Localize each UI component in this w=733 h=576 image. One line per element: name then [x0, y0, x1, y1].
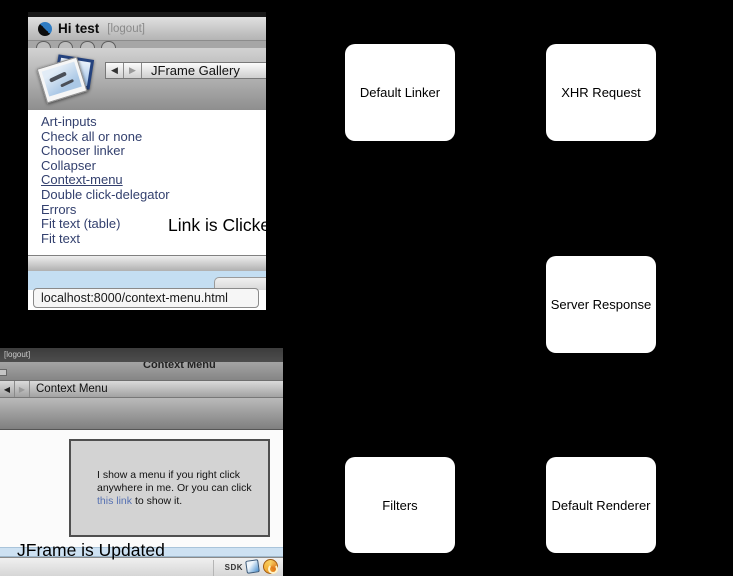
flow-box-server-response: Server Response [546, 256, 656, 353]
arrow-gallery-to-default-linker [287, 82, 329, 114]
forward-button[interactable]: ▶ [15, 381, 30, 397]
greeting-label: Hi test [58, 21, 100, 36]
flow-box-default-renderer: Default Renderer [546, 457, 656, 553]
cropped-toolbar-button [36, 41, 51, 48]
context-blue-bar [0, 547, 283, 557]
arrow-default-renderer-to-filters [487, 487, 529, 519]
gallery-window-screenshot: Hi test [logout] ◀ ▶ JFrame Gallery Art-… [28, 12, 266, 310]
context-title-bar: Context Menu [0, 362, 283, 381]
flow-box-label: Server Response [550, 297, 652, 312]
gallery-blue-bar [28, 271, 266, 290]
window-title: Context Menu [143, 362, 216, 371]
context-toolbar-area [0, 398, 283, 430]
arrow-filters-to-jframe [286, 487, 328, 519]
gallery-link[interactable]: Check all or none [41, 128, 143, 144]
gallery-title: JFrame Gallery [151, 63, 240, 78]
gallery-link[interactable]: Chooser linker [41, 143, 125, 159]
panel-text: to show it. [134, 495, 183, 507]
gallery-link[interactable]: Context-menu [41, 172, 123, 188]
user-orb-icon [38, 21, 52, 36]
context-status-bar: SDK [0, 557, 283, 576]
arrow-server-response-to-default-renderer [584, 382, 616, 424]
arrow-default-linker-to-xhr-request [480, 82, 522, 114]
gallery-link[interactable]: Double click-delegator [41, 186, 170, 202]
gallery-link[interactable]: Fit text [41, 230, 81, 246]
caption-link-is-clicked: Link is Clicked [168, 215, 266, 235]
gallery-link[interactable]: Errors [41, 201, 77, 217]
back-button[interactable]: ◀ [106, 63, 124, 78]
photo-gallery-icon [36, 54, 96, 108]
cropped-toolbar-button [80, 41, 95, 48]
sdk-label: SDK [224, 563, 243, 572]
gallery-header-bar: Hi test [logout] [28, 17, 266, 41]
gallery-nav-bar: ◀ ▶ JFrame Gallery [105, 62, 266, 79]
flow-box-default-linker: Default Linker [345, 44, 455, 141]
scrollbar-corner[interactable] [214, 277, 266, 290]
logout-link[interactable]: [logout] [4, 350, 31, 359]
gallery-link[interactable]: Art-inputs [41, 114, 97, 129]
status-url-tooltip: localhost:8000/context-menu.html [33, 288, 259, 308]
caption-jframe-is-updated: JFrame is Updated [17, 540, 165, 560]
back-button[interactable]: ◀ [0, 381, 15, 397]
cropped-toolbar-button [101, 41, 116, 48]
cropped-button-strip [28, 41, 266, 48]
context-menu-window-screenshot: [logout] Context Menu ◀ ▶ Context Menu I… [0, 348, 283, 576]
this-link[interactable]: this link [97, 495, 133, 507]
window-top-strip [28, 12, 266, 17]
flow-box-label: Filters [382, 497, 418, 513]
cropped-toolbar-button [58, 41, 73, 48]
flow-box-label: Default Linker [359, 85, 441, 100]
context-header-bar: [logout] [0, 348, 283, 362]
panel-text: I show a menu if you right click anywher… [97, 469, 252, 494]
logout-link[interactable]: [logout] [107, 22, 145, 35]
arrow-xhr-request-to-server-response [585, 174, 617, 216]
swirl-app-icon[interactable] [263, 559, 278, 574]
flow-box-label: XHR Request [561, 85, 641, 100]
context-nav-bar: ◀ ▶ Context Menu [0, 381, 283, 398]
context-page-title: Context Menu [36, 383, 108, 395]
context-menu-panel[interactable]: I show a menu if you right click anywher… [69, 439, 270, 537]
gallery-link[interactable]: Collapser [41, 157, 96, 173]
forward-button[interactable]: ▶ [124, 63, 142, 78]
flow-box-label: Default Renderer [551, 497, 651, 513]
statusbar-divider [213, 560, 214, 576]
photos-app-icon[interactable] [245, 559, 260, 574]
context-content-area: I show a menu if you right click anywher… [0, 430, 283, 547]
gallery-footer-bar [28, 255, 266, 271]
gallery-link[interactable]: Fit text (table) [41, 216, 121, 232]
cropped-window-icon [0, 369, 7, 376]
flow-box-xhr-request: XHR Request [546, 44, 656, 141]
flow-box-filters: Filters [345, 457, 455, 553]
